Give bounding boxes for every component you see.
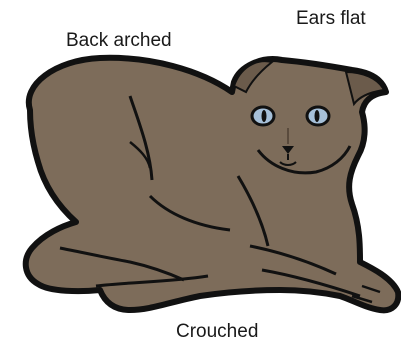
right-eye (307, 107, 329, 125)
ears-flat-label: Ears flat (296, 9, 366, 28)
left-eye (252, 107, 274, 125)
crouched-label: Crouched (176, 322, 258, 341)
back-arched-label: Back arched (66, 31, 172, 50)
cat-body (26, 58, 399, 310)
